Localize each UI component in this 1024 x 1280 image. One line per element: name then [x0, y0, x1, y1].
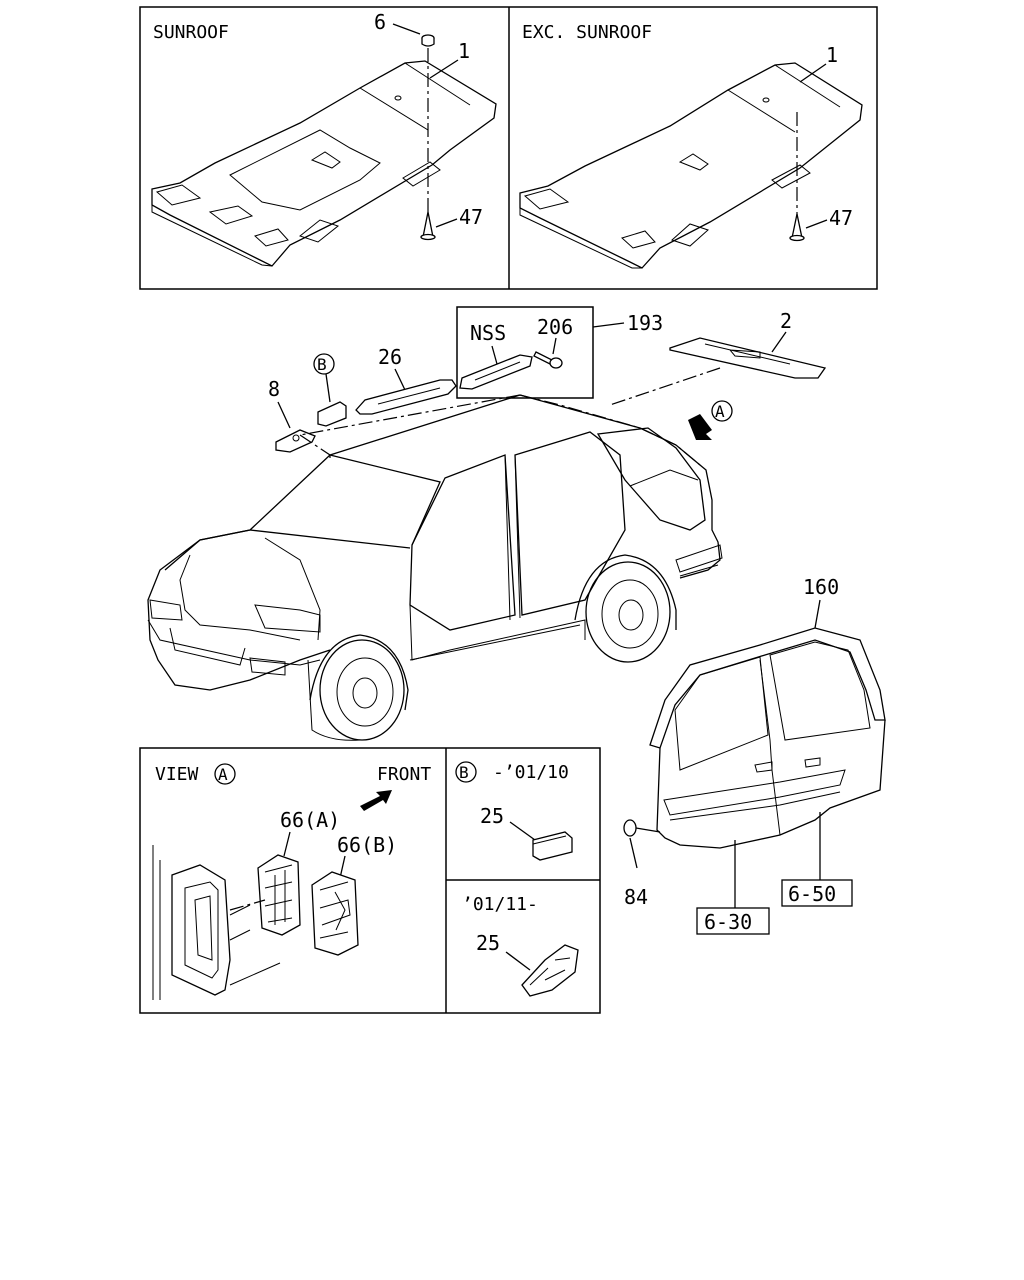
headliner-exc-sunroof-drawing — [519, 62, 863, 269]
exc-sunroof-title: EXC. SUNROOF — [522, 22, 652, 43]
view-a-panel: VIEW A FRONT 66(A) 66(B) — [152, 763, 431, 1000]
view-a-arrow: A — [688, 400, 733, 440]
exc-sunroof-subpanel: EXC. SUNROOF 1 47 — [519, 22, 863, 269]
b-panel-marker-label: B — [459, 763, 469, 782]
b-range-1: -’01/10 — [493, 762, 569, 783]
ref-6-30: 6-30 — [704, 910, 752, 934]
part-66b-vent — [311, 871, 359, 956]
part-6-clip — [421, 34, 435, 47]
part-84-plug — [623, 819, 637, 837]
callout-25-upper: 25 — [480, 804, 504, 828]
roof-parts: NSS 206 193 2 26 B — [268, 306, 827, 453]
part-47-fastener-right — [789, 213, 805, 242]
callout-193: 193 — [627, 311, 663, 335]
part-193-nss-lamp — [459, 354, 533, 390]
callout-8: 8 — [268, 377, 280, 401]
ref-6-50-box — [781, 879, 853, 907]
view-a-title: VIEW — [155, 764, 199, 785]
b-panel-marker — [455, 761, 477, 783]
callout-66a: 66(A) — [280, 808, 340, 832]
callout-66b: 66(B) — [337, 833, 397, 857]
nss-box — [456, 306, 594, 399]
headliner-sunroof-drawing — [151, 60, 497, 267]
callout-160: 160 — [803, 575, 839, 599]
callout-47-left: 47 — [459, 205, 483, 229]
callout-84: 84 — [624, 885, 648, 909]
part-2-rear-trim — [669, 337, 827, 379]
detail-panels — [139, 747, 601, 1014]
part-b-clip — [317, 401, 347, 427]
part-25-clip-early — [532, 831, 573, 861]
marker-a-label: A — [715, 402, 725, 421]
callout-1-right: 1 — [826, 43, 838, 67]
part-47-fastener-left — [420, 211, 436, 241]
marker-b — [313, 353, 335, 375]
callout-1-left: 1 — [458, 39, 470, 63]
callout-206: 206 — [537, 315, 573, 339]
marker-b-label: B — [317, 355, 327, 374]
view-a-marker-label: A — [218, 765, 228, 784]
b-range-2: ’01/11- — [462, 894, 538, 915]
sunroof-subpanel: SUNROOF 6 1 47 — [151, 10, 497, 267]
callout-6: 6 — [374, 10, 386, 34]
ref-6-30-box — [696, 907, 770, 935]
vehicle-illustration — [147, 394, 723, 741]
door-moulding-assembly: 160 84 6-30 6-50 — [623, 575, 886, 935]
part-66a-vent — [257, 854, 301, 936]
part-206-screw — [533, 351, 563, 369]
b-panel: B -’01/10 25 ’01/11- 25 — [455, 761, 579, 997]
headliner-panel — [139, 6, 878, 290]
part-25-clip-late — [521, 944, 579, 997]
ref-6-50: 6-50 — [788, 882, 836, 906]
callout-25-lower: 25 — [476, 931, 500, 955]
callout-26: 26 — [378, 345, 402, 369]
callout-nss: NSS — [470, 321, 506, 345]
front-arrow — [360, 790, 392, 811]
front-label: FRONT — [377, 764, 431, 785]
sunroof-title: SUNROOF — [153, 22, 229, 43]
callout-47-right: 47 — [829, 206, 853, 230]
part-8-bracket — [275, 429, 316, 453]
callout-2: 2 — [780, 309, 792, 333]
part-26-overhead-console — [355, 379, 457, 415]
view-a-marker — [214, 763, 236, 785]
